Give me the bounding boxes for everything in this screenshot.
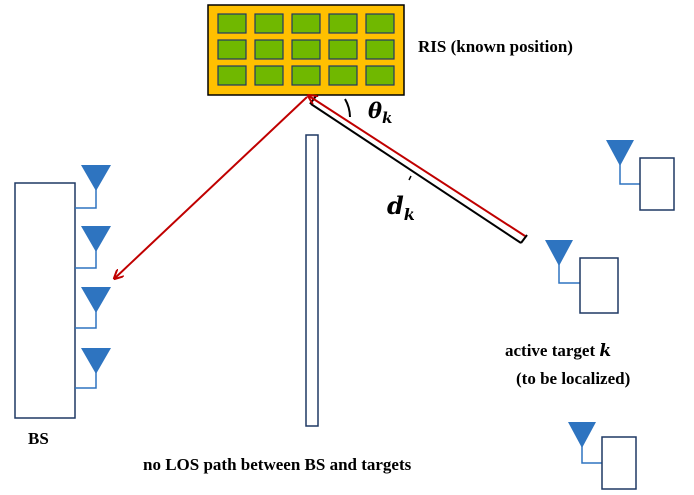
bs-antenna-2 — [75, 226, 111, 269]
ris-cell — [254, 65, 284, 86]
ris-cell — [328, 13, 358, 34]
ris-cell — [291, 39, 321, 60]
target-label-line1: active target k — [505, 341, 611, 361]
ris-cell-grid — [217, 13, 395, 86]
target-label-symbol: k — [599, 341, 611, 361]
ris-cell — [254, 13, 284, 34]
ris-cell — [254, 39, 284, 60]
angle-arc — [344, 98, 351, 118]
ris-cell — [217, 13, 247, 34]
antenna-icon — [568, 422, 596, 448]
distance-subscript: k — [404, 205, 415, 224]
ris-cell — [365, 13, 395, 34]
ris-cell — [217, 39, 247, 60]
ris-to-bs-arrow — [115, 96, 308, 278]
blockage-wall — [305, 134, 319, 427]
ris-cell — [217, 65, 247, 86]
target-top — [606, 140, 675, 211]
angle-subscript: k — [382, 109, 392, 127]
bs-antennas — [75, 165, 111, 389]
bs-antenna-4 — [75, 348, 111, 389]
ris-cell — [328, 65, 358, 86]
ris-cell — [328, 39, 358, 60]
bs-box — [14, 182, 76, 419]
angle-symbol: θ — [368, 98, 382, 123]
antenna-icon — [606, 140, 634, 166]
antenna-icon — [545, 240, 573, 266]
ris-cell — [291, 13, 321, 34]
target-active — [545, 240, 619, 314]
target-label-prefix: active target — [505, 341, 599, 360]
bs-label: BS — [28, 429, 49, 448]
ris-panel — [207, 4, 405, 96]
target-bottom — [568, 422, 637, 490]
blockage-caption: no LOS path between BS and targets — [143, 455, 412, 474]
distance-label: dk — [387, 191, 415, 224]
bs-antenna-3 — [75, 287, 111, 329]
ris-cell — [365, 65, 395, 86]
target-label-line2: (to be localized) — [516, 369, 630, 388]
angle-label: θk — [368, 98, 392, 127]
bs-antenna-1 — [75, 165, 111, 209]
ris-label: RIS (known position) — [418, 37, 573, 56]
target-to-ris-arrow — [309, 96, 526, 237]
distance-symbol: d — [387, 191, 404, 220]
ris-cell — [365, 39, 395, 60]
ris-cell — [291, 65, 321, 86]
